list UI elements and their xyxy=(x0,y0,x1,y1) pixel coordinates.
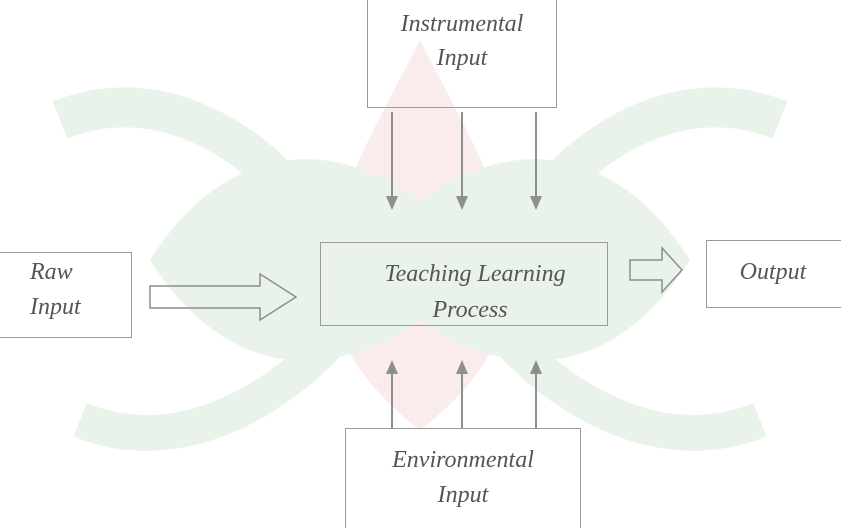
output-label: Output xyxy=(739,259,807,285)
down-arrowhead-3 xyxy=(530,196,542,210)
environmental-input-box xyxy=(345,428,581,528)
output-box xyxy=(706,240,841,308)
down-arrowhead-1 xyxy=(386,196,398,210)
block-arrow-process-to-output xyxy=(629,246,684,294)
up-arrowhead-2 xyxy=(456,360,468,374)
down-arrowhead-2 xyxy=(456,196,468,210)
up-arrowhead-1 xyxy=(386,360,398,374)
environmental-input-label-line2: Input xyxy=(437,482,489,508)
up-arrowhead-3 xyxy=(530,360,542,374)
process-label-line2: Process xyxy=(432,297,508,323)
raw-input-box xyxy=(0,252,132,338)
block-arrow-raw-to-process xyxy=(149,272,298,322)
process-box xyxy=(320,242,608,326)
instrumental-input-label-line2: Input xyxy=(436,45,488,71)
instrumental-input-box xyxy=(367,0,557,108)
raw-input-label-line2: Input xyxy=(30,294,81,320)
environmental-input-label-line1: Environmental xyxy=(392,447,534,473)
raw-input-label-line1: Raw xyxy=(30,259,73,285)
process-label-line1: Teaching Learning xyxy=(384,261,566,287)
instrumental-input-label-line1: Instrumental xyxy=(400,11,524,37)
